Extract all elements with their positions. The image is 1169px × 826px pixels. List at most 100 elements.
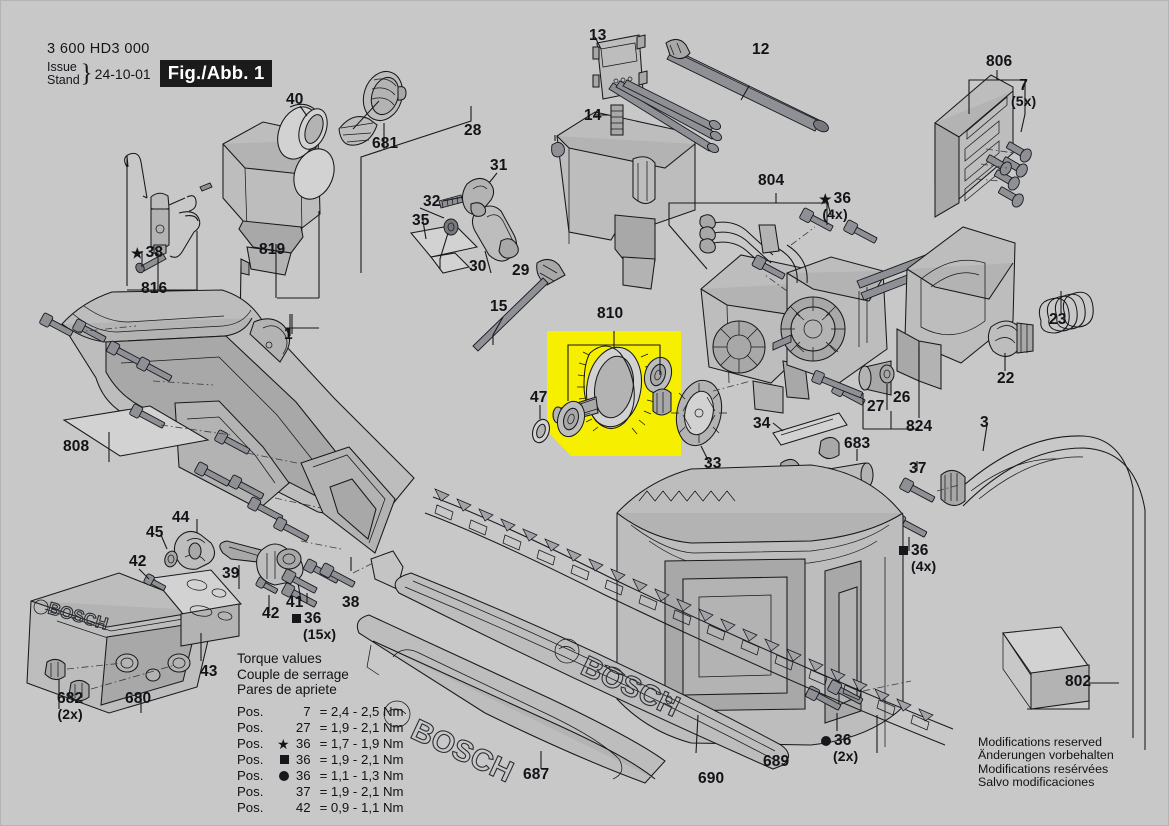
callout-45: 45 — [146, 524, 164, 541]
legal-line-en: Modifications reserved — [978, 735, 1102, 749]
callout-690: 690 — [698, 770, 725, 787]
callout-819: 819 — [259, 241, 286, 258]
torque-row: Pos. 42 = 0,9 - 1,1 Nm — [237, 799, 404, 817]
part-group-13-12 — [592, 34, 829, 154]
figure-badge: Fig./Abb. 1 — [159, 60, 273, 87]
callout-13: 13 — [589, 27, 607, 44]
part-810-gear-wheel — [552, 345, 657, 435]
torque-pos-label: Pos. — [237, 751, 264, 767]
part-43-plate — [151, 569, 243, 647]
callout-810: 810 — [597, 305, 624, 322]
torque-marker — [277, 801, 294, 817]
part-group-816 — [124, 152, 201, 301]
torque-pos-label: Pos. — [237, 719, 264, 735]
torque-title-es: Pares de apriete — [237, 682, 337, 698]
torque-row: Pos. 36 = 1,1 - 1,3 Nm — [237, 767, 404, 785]
part-group-680: BOSCH — [26, 519, 374, 714]
callout-802: 802 — [1065, 673, 1092, 690]
torque-pos-label: Pos. — [237, 783, 264, 799]
torque-row: Pos. ★ 36 = 1,7 - 1,9 Nm — [237, 735, 404, 753]
callout-816: 816 — [141, 280, 168, 297]
callout-683: 683 — [844, 435, 871, 452]
callout-38b: 38 — [342, 594, 360, 611]
torque-title-fr: Couple de serrage — [237, 666, 349, 682]
part-802-plate — [1002, 626, 1090, 711]
sheet-header: 3 600 HD3 000 Issue Stand } 24-10-01 Fig… — [47, 41, 273, 87]
part-690-bar — [394, 572, 790, 770]
part-number: 3 600 HD3 000 — [47, 41, 150, 57]
part-26-washer — [879, 364, 895, 384]
torque-value: = 1,1 - 1,3 Nm — [319, 767, 404, 783]
part-12-bar — [665, 38, 829, 133]
callout-34: 34 — [753, 415, 771, 432]
callout-680: 680 — [125, 690, 152, 707]
issue-date: 24-10-01 — [94, 65, 151, 82]
legal-line-es: Salvo modificaciones — [978, 775, 1095, 790]
part-810-bearing-upper — [643, 356, 673, 394]
torque-pos-label: Pos. — [237, 735, 264, 751]
callout-824: 824 — [906, 418, 933, 435]
part-group-1-housing — [39, 289, 415, 608]
torque-value: = 1,9 - 2,1 Nm — [319, 751, 404, 767]
torque-pos-label: Pos. — [237, 703, 264, 719]
torque-marker — [277, 753, 294, 769]
callout-681: 681 — [372, 135, 399, 152]
callout-7: 7(5x) — [1011, 77, 1037, 110]
callout-36-star-4x: ★36(4x) — [819, 190, 852, 223]
callout-1: 1 — [284, 326, 293, 343]
issue-stand-labels: Issue Stand — [47, 61, 80, 86]
callout-689: 689 — [763, 753, 790, 770]
part-808-plate — [62, 405, 210, 457]
part-32-spring — [438, 194, 464, 209]
part-35-plate — [410, 224, 479, 258]
part-group-681 — [298, 70, 407, 150]
callout-32: 32 — [423, 193, 441, 210]
torque-titles: Torque values Couple de serrage Pares de… — [237, 651, 404, 698]
callout-29: 29 — [512, 262, 530, 279]
callout-27: 27 — [867, 398, 885, 415]
part-13-rods — [608, 79, 723, 154]
callout-44: 44 — [172, 509, 190, 526]
issue-row: Issue Stand } 24-10-01 Fig./Abb. 1 — [47, 60, 273, 87]
part-group-810-gear — [532, 331, 673, 444]
torque-title-en: Torque values — [237, 651, 322, 666]
legal-line-fr: Modifications resérvées — [978, 761, 1109, 776]
part-689-chain — [424, 488, 954, 753]
torque-pos-label: Pos. — [237, 767, 264, 783]
callout-687: 687 — [523, 766, 550, 783]
torque-marker — [277, 721, 294, 737]
torque-marker — [277, 705, 294, 721]
star-marker-icon: ★ — [131, 245, 144, 261]
torque-marker — [277, 785, 294, 801]
part-group-819 — [199, 103, 335, 329]
torque-pos-number: 36 — [295, 767, 311, 783]
torque-values-table: Torque values Couple de serrage Pares de… — [237, 651, 404, 817]
torque-row: Pos. 27 = 1,9 - 2,1 Nm — [237, 719, 404, 737]
circle-marker-icon — [278, 770, 289, 781]
part-group-rear-body — [616, 464, 1119, 747]
bosch-wordmark-cover: BOSCH — [406, 713, 518, 789]
callout-47: 47 — [530, 389, 548, 406]
torque-pos-number: 7 — [303, 703, 311, 719]
torque-pos-number: 42 — [295, 799, 311, 815]
torque-value: = 2,4 - 2,5 Nm — [319, 703, 404, 719]
torque-value: = 1,7 - 1,9 Nm — [319, 735, 404, 751]
callout-808: 808 — [63, 438, 90, 455]
star-marker-icon: ★ — [819, 191, 832, 207]
issue-label: Issue — [47, 60, 77, 74]
callout-36-sq-15x: 36(15x) — [292, 610, 336, 642]
callout-15: 15 — [490, 298, 508, 315]
part-group-cover — [472, 104, 696, 352]
torque-marker: ★ — [277, 737, 294, 753]
cable-harness — [699, 214, 808, 284]
callout-43: 43 — [200, 663, 218, 680]
legal-notice: Modifications reserved Änderungen vorbeh… — [978, 735, 1114, 790]
callout-682: 682(2x) — [57, 690, 84, 723]
part-682-nuts — [44, 658, 90, 702]
torque-pos-label: Pos. — [237, 799, 264, 815]
callout-38: ★38 — [131, 244, 164, 261]
part-45-washer — [164, 550, 178, 568]
callout-41: 41 — [286, 594, 304, 611]
callout-40: 40 — [286, 91, 304, 108]
